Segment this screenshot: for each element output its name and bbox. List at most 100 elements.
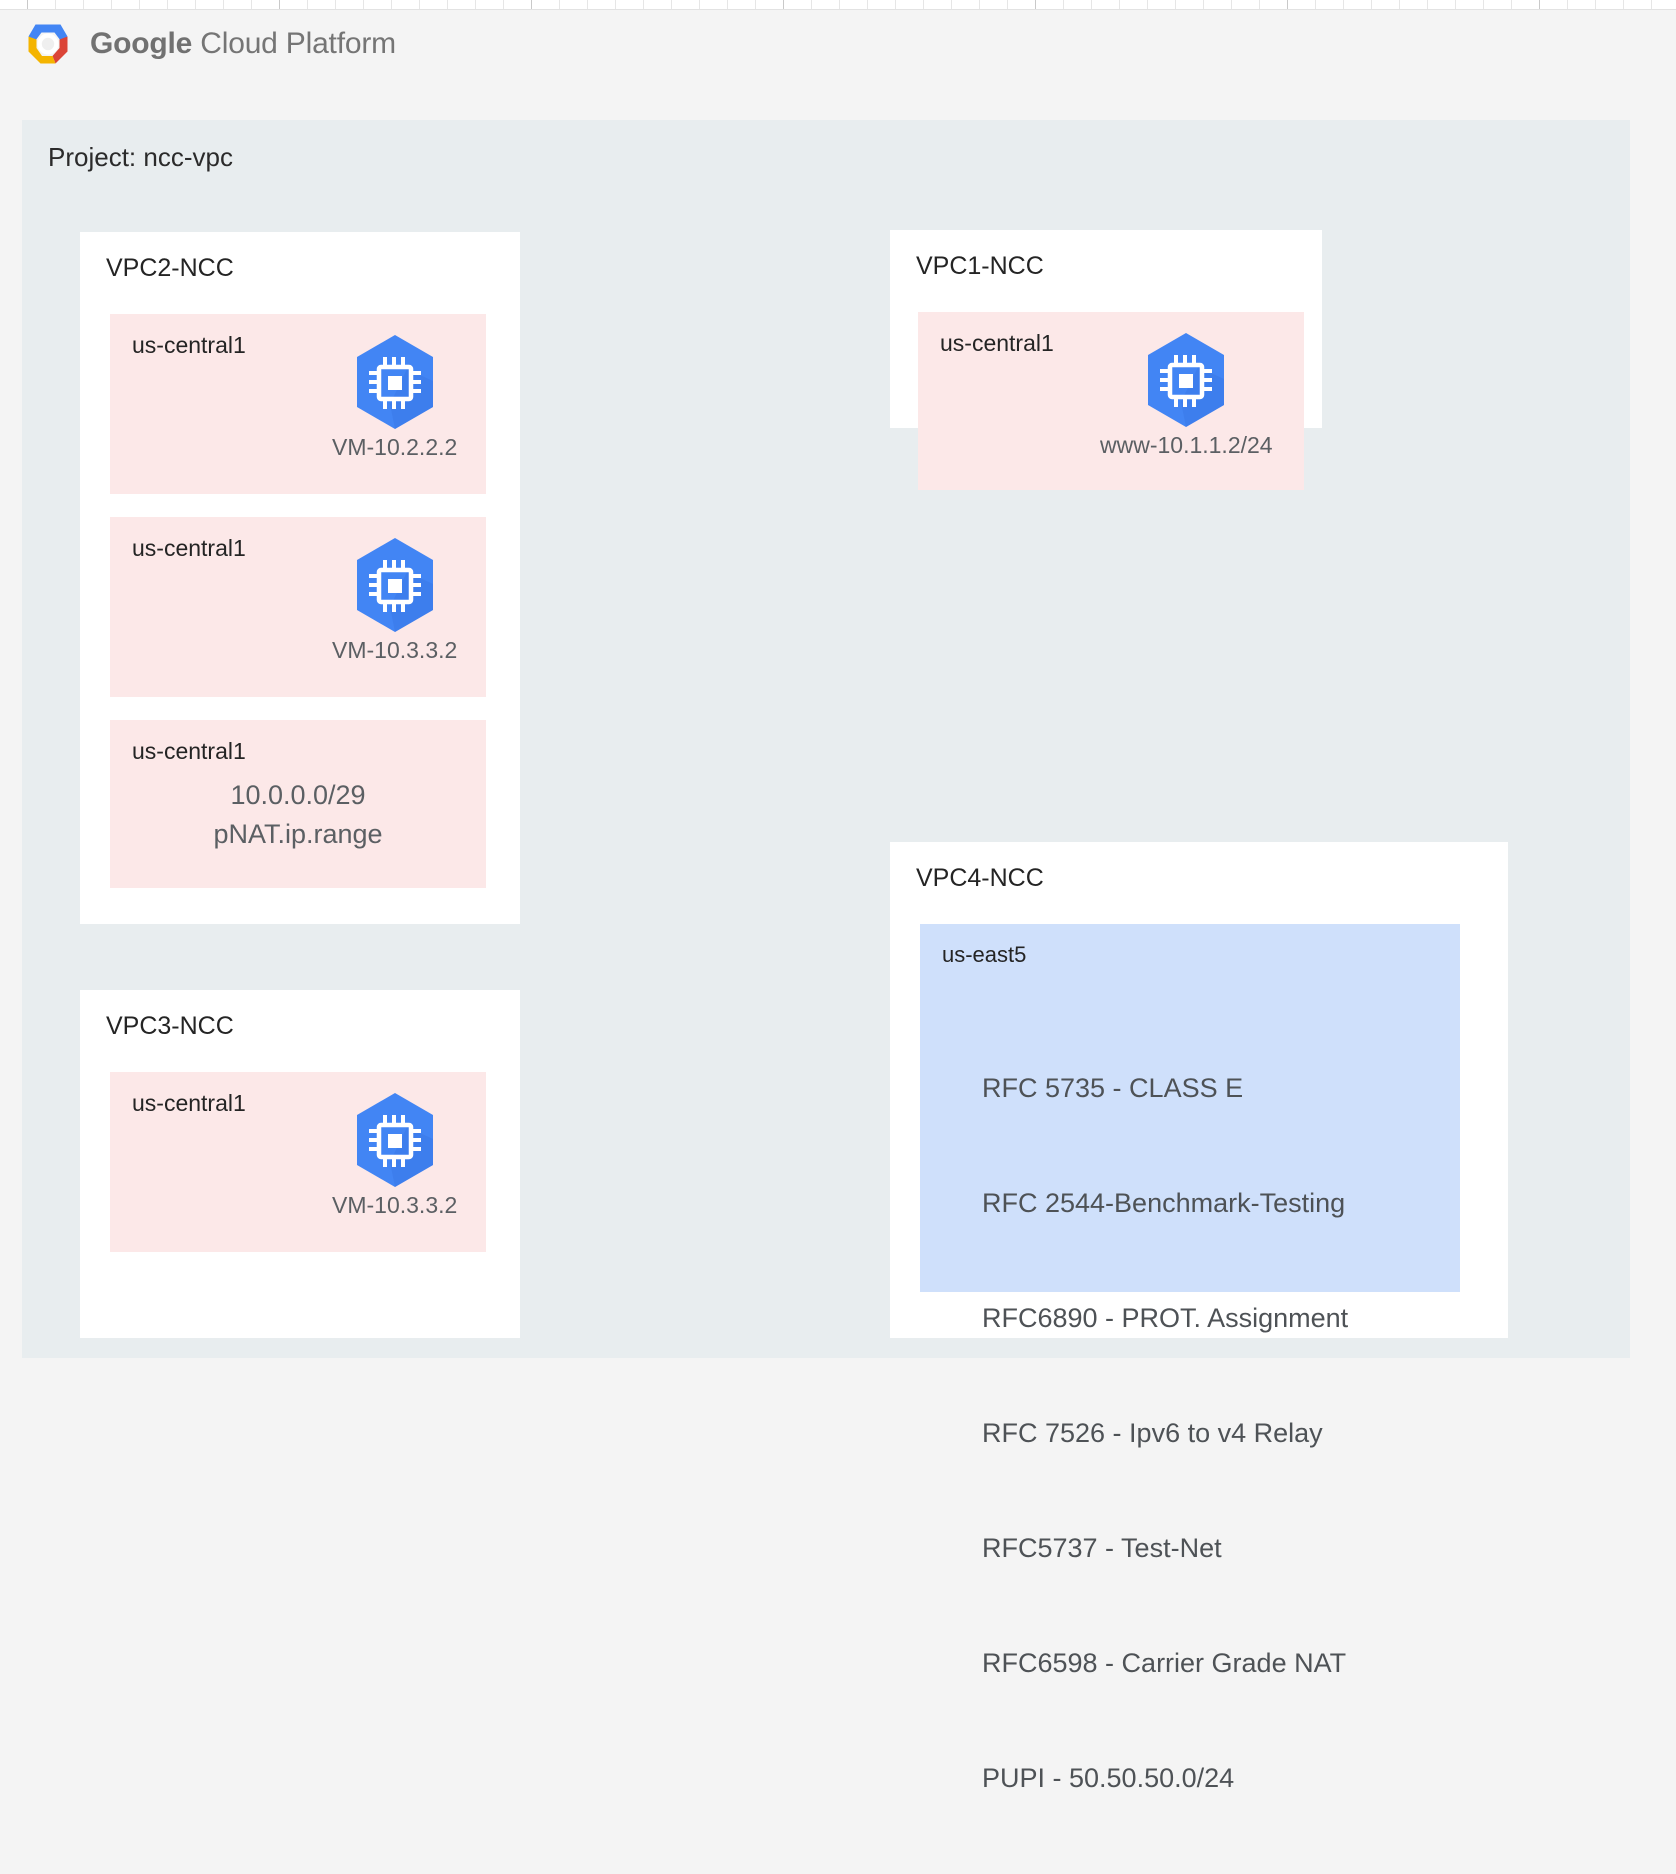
rfc-list-item: RFC 2544-Benchmark-Testing <box>982 1187 1346 1218</box>
zone-tile[interactable]: us-central1 10.0.0.0/29 pNAT.ip.range <box>110 720 486 888</box>
ruler-tick <box>448 0 476 9</box>
ruler-tick <box>1372 0 1400 9</box>
ruler-tick <box>1064 0 1092 9</box>
ruler-tick <box>532 0 560 9</box>
rfc-list-item: RFC6890 - PROT. Assignment <box>982 1302 1349 1333</box>
zone-tile[interactable]: us-central1 <box>110 1072 486 1252</box>
ruler-tick <box>644 0 672 9</box>
ruler-tick <box>1568 0 1596 9</box>
ruler-tick <box>1120 0 1148 9</box>
vm-node[interactable]: VM-10.3.3.2 <box>332 535 457 664</box>
ruler-tick <box>616 0 644 9</box>
project-title: Project: ncc-vpc <box>48 142 233 172</box>
ruler-tick <box>1652 0 1676 9</box>
brand-header: Google Cloud Platform <box>22 18 396 70</box>
brand-wordmark: Google Cloud Platform <box>90 27 396 61</box>
vpc-title: VPC3-NCC <box>106 1012 234 1040</box>
compute-engine-vm-icon <box>344 332 446 432</box>
rfc-list-item: RFC 5735 - CLASS E <box>982 1072 1244 1103</box>
ruler-tick <box>700 0 728 9</box>
ruler-tick <box>140 0 168 9</box>
ruler-tick <box>1316 0 1344 9</box>
ruler-tick <box>252 0 280 9</box>
ruler-tick <box>392 0 420 9</box>
brand-secondary: Cloud Platform <box>200 27 396 60</box>
zone-tile[interactable]: us-central1 <box>110 517 486 697</box>
zone-tile[interactable]: us-central1 <box>918 312 1304 490</box>
ruler-tick <box>1512 0 1540 9</box>
ruler-tick <box>196 0 224 9</box>
ruler-tick <box>924 0 952 9</box>
ruler-tick <box>420 0 448 9</box>
vpc-card-vpc2[interactable]: VPC2-NCC us-central1 <box>80 232 520 924</box>
ruler-tick <box>308 0 336 9</box>
compute-engine-vm-icon <box>344 1090 446 1190</box>
compute-engine-vm-icon <box>344 535 446 635</box>
brand-primary: Google <box>90 27 193 60</box>
vm-label: VM-10.3.3.2 <box>332 637 458 663</box>
rfc-list: RFC 5735 - CLASS E RFC 2544-Benchmark-Te… <box>982 992 1348 1874</box>
ruler-tick <box>84 0 112 9</box>
zone-tile[interactable]: us-east5 RFC 5735 - CLASS E RFC 2544-Ben… <box>920 924 1460 1793</box>
ruler-tick <box>1596 0 1624 9</box>
ruler-tick <box>336 0 364 9</box>
ruler-tick <box>56 0 84 9</box>
ruler-strip <box>0 0 1676 10</box>
zone-tile[interactable]: us-central1 <box>110 314 486 494</box>
ruler-tick <box>812 0 840 9</box>
ruler-tick <box>476 0 504 9</box>
vpc-card-vpc3[interactable]: VPC3-NCC us-central1 <box>80 990 520 1338</box>
rfc-list-item: RFC 7526 - Ipv6 to v4 Relay <box>982 1417 1323 1448</box>
rfc-list-item: RFC5737 - Test-Net <box>982 1532 1222 1563</box>
vm-node[interactable]: www-10.1.1.2/24 <box>1100 330 1273 459</box>
ruler-tick <box>560 0 588 9</box>
vpc-title: VPC1-NCC <box>916 252 1044 280</box>
ruler-tick <box>868 0 896 9</box>
zone-label: us-central1 <box>132 738 246 764</box>
rfc-list-item: RFC6598 - Carrier Grade NAT <box>982 1647 1347 1678</box>
project-panel: Project: ncc-vpc VPC2-NCC us-central1 <box>22 120 1630 1793</box>
ruler-tick <box>952 0 980 9</box>
ruler-tick <box>896 0 924 9</box>
ruler-tick <box>1456 0 1484 9</box>
ruler-tick <box>168 0 196 9</box>
ruler-tick <box>588 0 616 9</box>
ruler-tick <box>1540 0 1568 9</box>
google-cloud-hexagon-logo-icon <box>22 18 74 70</box>
vm-label: VM-10.3.3.2 <box>332 1192 458 1218</box>
zone-label: us-east5 <box>942 942 1027 967</box>
ruler-tick <box>1624 0 1652 9</box>
ruler-tick <box>280 0 308 9</box>
ruler-tick <box>1484 0 1512 9</box>
ruler-tick <box>1092 0 1120 9</box>
vm-label: VM-10.2.2.2 <box>332 434 458 460</box>
ruler-tick <box>672 0 700 9</box>
ruler-tick <box>756 0 784 9</box>
ruler-tick <box>840 0 868 9</box>
ruler-tick <box>1400 0 1428 9</box>
ruler-tick <box>28 0 56 9</box>
ruler-tick <box>1344 0 1372 9</box>
ruler-tick <box>1204 0 1232 9</box>
ruler-tick <box>1232 0 1260 9</box>
vpc-card-vpc1[interactable]: VPC1-NCC us-central1 <box>890 230 1322 490</box>
rfc-list-item: PUPI - 50.50.50.0/24 <box>982 1762 1235 1793</box>
ruler-tick <box>1428 0 1456 9</box>
vm-node[interactable]: VM-10.3.3.2 <box>332 1090 457 1219</box>
zone-label: us-central1 <box>132 1090 246 1116</box>
ruler-tick <box>1036 0 1064 9</box>
ruler-tick <box>728 0 756 9</box>
ruler-tick <box>784 0 812 9</box>
ruler-tick <box>1260 0 1288 9</box>
ruler-tick <box>1008 0 1036 9</box>
compute-engine-vm-icon <box>1135 330 1237 430</box>
vm-label: www-10.1.1.2/24 <box>1100 432 1273 458</box>
zone-label: us-central1 <box>132 535 246 561</box>
vpc-card-vpc4[interactable]: VPC4-NCC us-east5 RFC 5735 - CLASS E RFC… <box>890 842 1508 1793</box>
vm-node[interactable]: VM-10.2.2.2 <box>332 332 457 461</box>
ruler-tick <box>980 0 1008 9</box>
ruler-tick <box>1148 0 1176 9</box>
vpc-title: VPC2-NCC <box>106 254 234 282</box>
vpc-title: VPC4-NCC <box>916 864 1044 892</box>
ruler-tick <box>112 0 140 9</box>
